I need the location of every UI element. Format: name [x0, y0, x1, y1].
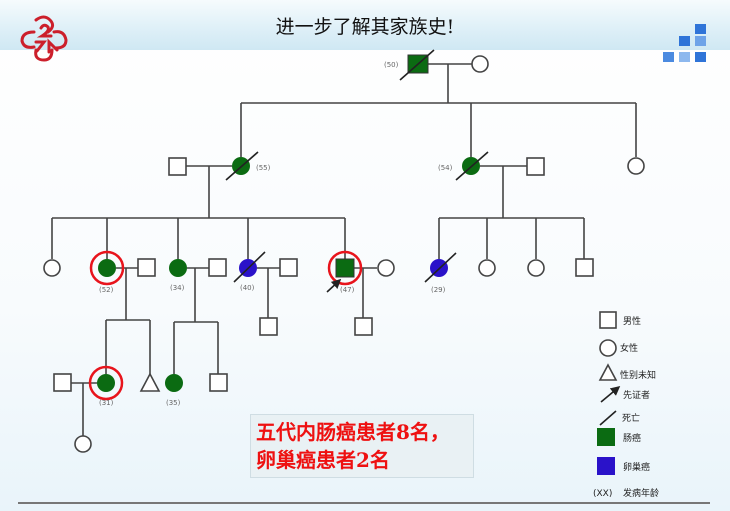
- age-label: (31): [99, 399, 114, 407]
- legend-label: 肠癌: [623, 432, 641, 444]
- age-label: (34): [170, 284, 185, 292]
- individual-gen3-2[interactable]: (52): [89, 250, 125, 294]
- individual-gen3-spouse-4[interactable]: [279, 258, 298, 277]
- individual-gen1-father[interactable]: (50): [384, 49, 435, 81]
- individual-gen5-1[interactable]: [74, 435, 92, 453]
- age-label: (35): [166, 399, 181, 407]
- individual-gen4-3[interactable]: (35): [165, 374, 183, 407]
- summary-note-box: [250, 414, 474, 478]
- individual-gen3-7[interactable]: [478, 259, 496, 277]
- individual-gen4-4[interactable]: [209, 373, 228, 392]
- individual-gen1-mother[interactable]: [471, 55, 489, 73]
- individual-gen3-6[interactable]: (29): [424, 252, 457, 294]
- summary-note-text: 五代内肠癌患者8名，卵巢癌患者2名: [256, 420, 450, 472]
- legend-age-prefix: (XX): [593, 489, 612, 499]
- legend-colorectal-icon: [597, 428, 615, 446]
- individual-gen4-2[interactable]: [139, 372, 161, 392]
- legend-label: 发病年龄: [623, 487, 659, 499]
- highlight-circle: [88, 365, 124, 401]
- individual-gen3-spouse-5[interactable]: [377, 259, 395, 277]
- header-band: [0, 0, 730, 50]
- legend-label: 先证者: [623, 389, 650, 401]
- legend-proband-arrow-icon: [600, 385, 621, 403]
- individual-gen3-9[interactable]: [575, 258, 594, 277]
- proband-arrow: [326, 278, 342, 293]
- individual-gen3-3[interactable]: (34): [169, 259, 187, 292]
- legend-label: 卵巢癌: [623, 461, 650, 473]
- individual-gen3-1[interactable]: [43, 259, 61, 277]
- age-label: (47): [340, 286, 355, 294]
- legend-label: 男性: [623, 315, 641, 327]
- individual-gen3-spouse-2[interactable]: [137, 258, 156, 277]
- legend-deceased-slash-icon: [599, 410, 617, 426]
- individual-gen4-spouse-1[interactable]: [53, 373, 72, 392]
- highlight-circle: [327, 250, 363, 286]
- pedigree-lines: [51, 63, 637, 436]
- age-label: (55): [256, 164, 271, 172]
- age-label: (54): [438, 164, 453, 172]
- individual-gen4-5[interactable]: [259, 317, 278, 336]
- legend-label: 死亡: [622, 412, 640, 424]
- highlight-circle: [89, 250, 125, 286]
- bottom-divider: [18, 502, 710, 504]
- age-label: (40): [240, 284, 255, 292]
- hospital-logo-icon: [20, 15, 68, 62]
- individual-gen4-1[interactable]: (31): [88, 365, 124, 407]
- legend-female-icon: [599, 339, 617, 357]
- corner-blocks-icon: [663, 24, 706, 62]
- legend-label: 女性: [620, 342, 638, 354]
- legend-label: 性别未知: [620, 369, 656, 381]
- legend: 男性 女性 性别未知 先证者 死亡 肠癌 卵巢癌 (XX) 发病年龄: [593, 311, 659, 499]
- individual-gen3-8[interactable]: [527, 259, 545, 277]
- age-label: (52): [99, 286, 114, 294]
- individual-gen2-daughter-3[interactable]: [627, 157, 645, 175]
- individual-gen3-spouse-3[interactable]: [208, 258, 227, 277]
- age-label: (29): [431, 286, 446, 294]
- individual-gen2-daughter-1[interactable]: (55): [225, 151, 271, 181]
- individual-gen3-4[interactable]: (40): [233, 251, 266, 292]
- individual-gen2-spouse-1[interactable]: [168, 157, 187, 176]
- individual-gen2-daughter-2[interactable]: (54): [438, 151, 489, 181]
- legend-male-icon: [599, 311, 617, 329]
- age-label: (50): [384, 61, 399, 69]
- individual-gen4-6[interactable]: [354, 317, 373, 336]
- legend-ovarian-icon: [597, 457, 615, 475]
- individual-gen2-spouse-2[interactable]: [526, 157, 545, 176]
- individual-gen3-5-proband[interactable]: (47): [326, 250, 363, 294]
- legend-unknown-sex-icon: [598, 363, 618, 381]
- page-title: 进一步了解其家族史!: [275, 16, 455, 38]
